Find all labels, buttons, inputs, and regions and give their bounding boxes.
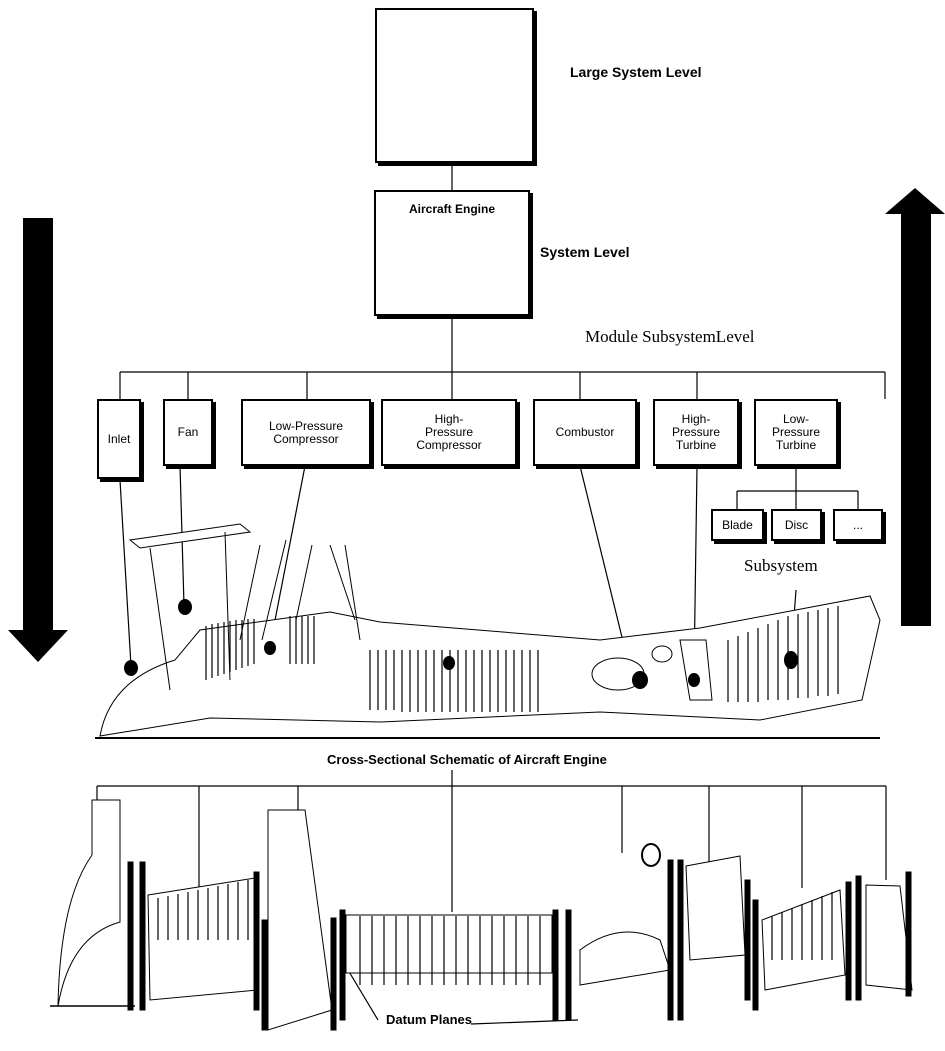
module-combustor: Combustor [533, 399, 637, 466]
design-process-arrow [8, 218, 68, 662]
aircraft-engine-box: Aircraft Engine [374, 190, 530, 316]
airplane-box [375, 8, 534, 163]
module-high-pressure-compressor: High- Pressure Compressor [381, 399, 517, 466]
aircraft-engine-title: Aircraft Engine [376, 202, 528, 216]
large-system-level-label: Large System Level [570, 64, 702, 80]
design-process-label: Design Process [31, 464, 46, 576]
module-high-pressure-turbine: High- Pressure Turbine [653, 399, 739, 466]
subcomponent-more: ... [833, 509, 883, 541]
exploded-module-schematics [50, 800, 912, 1030]
module-fan: Fan [163, 399, 213, 466]
module-subsystem-level-label: Module SubsystemLevel [585, 327, 755, 347]
manufacturing-process-label: Manufacturing Process [915, 312, 930, 481]
datum-planes-label: Datum Planes [386, 1012, 472, 1027]
system-level-label: System Level [540, 244, 630, 260]
subsystem-label: Subsystem [744, 556, 818, 576]
module-inlet: Inlet [97, 399, 141, 479]
subcomponent-disc: Disc [771, 509, 822, 541]
module-low-pressure-turbine: Low- Pressure Turbine [754, 399, 838, 466]
cross-section-title: Cross-Sectional Schematic of Aircraft En… [327, 752, 607, 767]
module-low-pressure-compressor: Low-Pressure Compressor [241, 399, 371, 466]
subcomponent-blade: Blade [711, 509, 764, 541]
